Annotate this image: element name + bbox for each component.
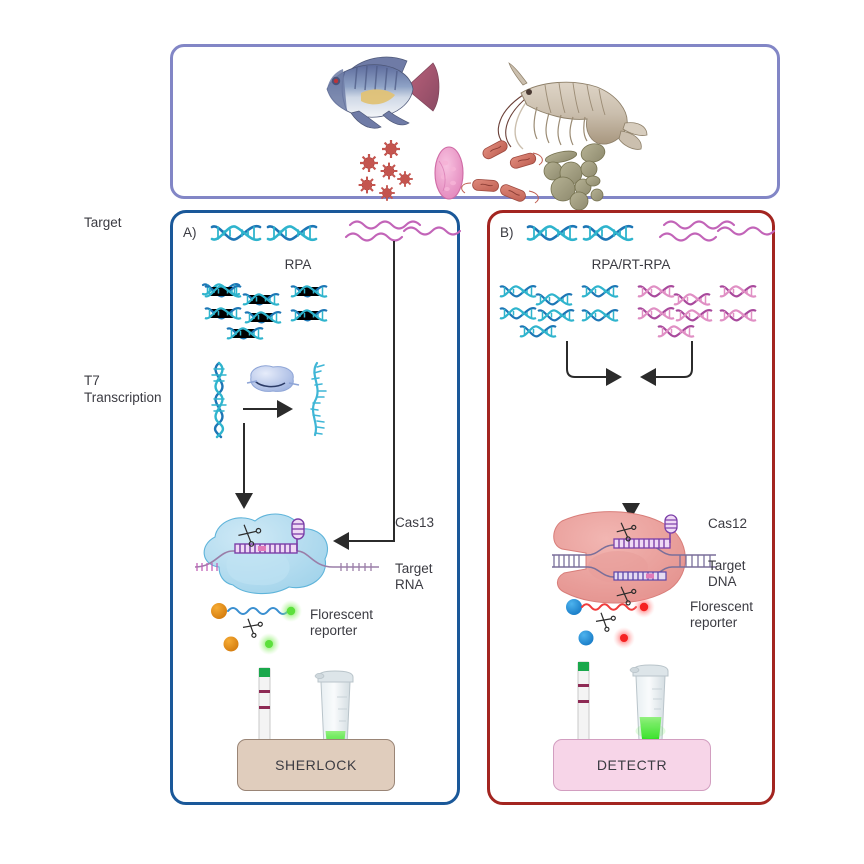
panel-b-amplified-clusters xyxy=(498,284,758,338)
panel-a-fluorescent-reporter-icon xyxy=(211,600,302,655)
panel-b-detectr: B) xyxy=(487,210,776,805)
dna-cluster-blue xyxy=(498,284,620,338)
sample-sources-panel xyxy=(170,44,780,211)
panel-a-amplified-dna-cluster xyxy=(201,283,329,340)
crrna-duplex-icon xyxy=(613,514,678,549)
panel-b-reporter-label: Florescent reporter xyxy=(690,599,754,630)
panel-a-target-label: Target RNA xyxy=(395,561,433,592)
panel-a-effector-label: Cas13 xyxy=(395,515,435,530)
parasite-icon xyxy=(434,146,464,200)
scissors-icon xyxy=(616,586,637,606)
panel-a-amplification-label: RPA xyxy=(284,257,312,272)
cas13-complex-icon xyxy=(194,513,379,595)
panel-a-to-cas13-arrow xyxy=(235,423,253,509)
panel-a-target-molecules xyxy=(210,220,462,242)
dsdna-icon xyxy=(526,224,634,242)
fungus-icon xyxy=(543,143,606,211)
panel-a-sherlock: A) xyxy=(170,210,462,805)
panel-a-t7-transcription-art xyxy=(211,361,327,439)
panel-a-rna-bypass-arrow xyxy=(333,241,395,550)
ssrna-icon xyxy=(344,220,462,242)
shrimp-icon xyxy=(497,62,648,150)
sample-organisms-art xyxy=(326,56,648,211)
panel-b-amplification-label: RPA/RT-RPA xyxy=(591,257,671,272)
row-label-t7-transcription: T7 Transcription xyxy=(84,373,162,405)
crrna-duplex-icon xyxy=(234,518,305,554)
ssrna-product-icon xyxy=(310,361,327,437)
panel-a-letter: A) xyxy=(183,225,197,240)
dna-cluster-pink xyxy=(636,284,758,338)
scissors-icon xyxy=(238,524,262,547)
t7-polymerase-icon xyxy=(246,365,300,392)
panel-b-effector-label: Cas12 xyxy=(708,516,748,531)
panel-a-reporter-label: Florescent reporter xyxy=(310,607,374,638)
cas12-complex-icon xyxy=(552,511,716,606)
sherlock-label: SHERLOCK xyxy=(275,757,357,773)
panel-b-letter: B) xyxy=(500,225,514,240)
virus-icon xyxy=(358,140,413,201)
ssrna-icon xyxy=(658,220,776,242)
dsdna-template-icon xyxy=(211,361,227,439)
row-label-target: Target xyxy=(84,215,122,230)
sherlock-result-box[interactable]: SHERLOCK xyxy=(237,739,395,791)
detectr-result-box[interactable]: DETECTR xyxy=(553,739,711,791)
fish-icon xyxy=(326,56,440,129)
scissors-icon xyxy=(616,522,637,542)
detectr-label: DETECTR xyxy=(596,757,668,773)
panel-b-target-label: Target DNA xyxy=(708,558,746,589)
panel-b-fluorescent-reporter-icon xyxy=(566,596,655,649)
panel-b-target-molecules xyxy=(526,220,776,242)
bacteria-icon xyxy=(461,140,543,204)
dsdna-icon xyxy=(210,224,318,242)
panel-b-converging-arrows xyxy=(566,341,693,519)
